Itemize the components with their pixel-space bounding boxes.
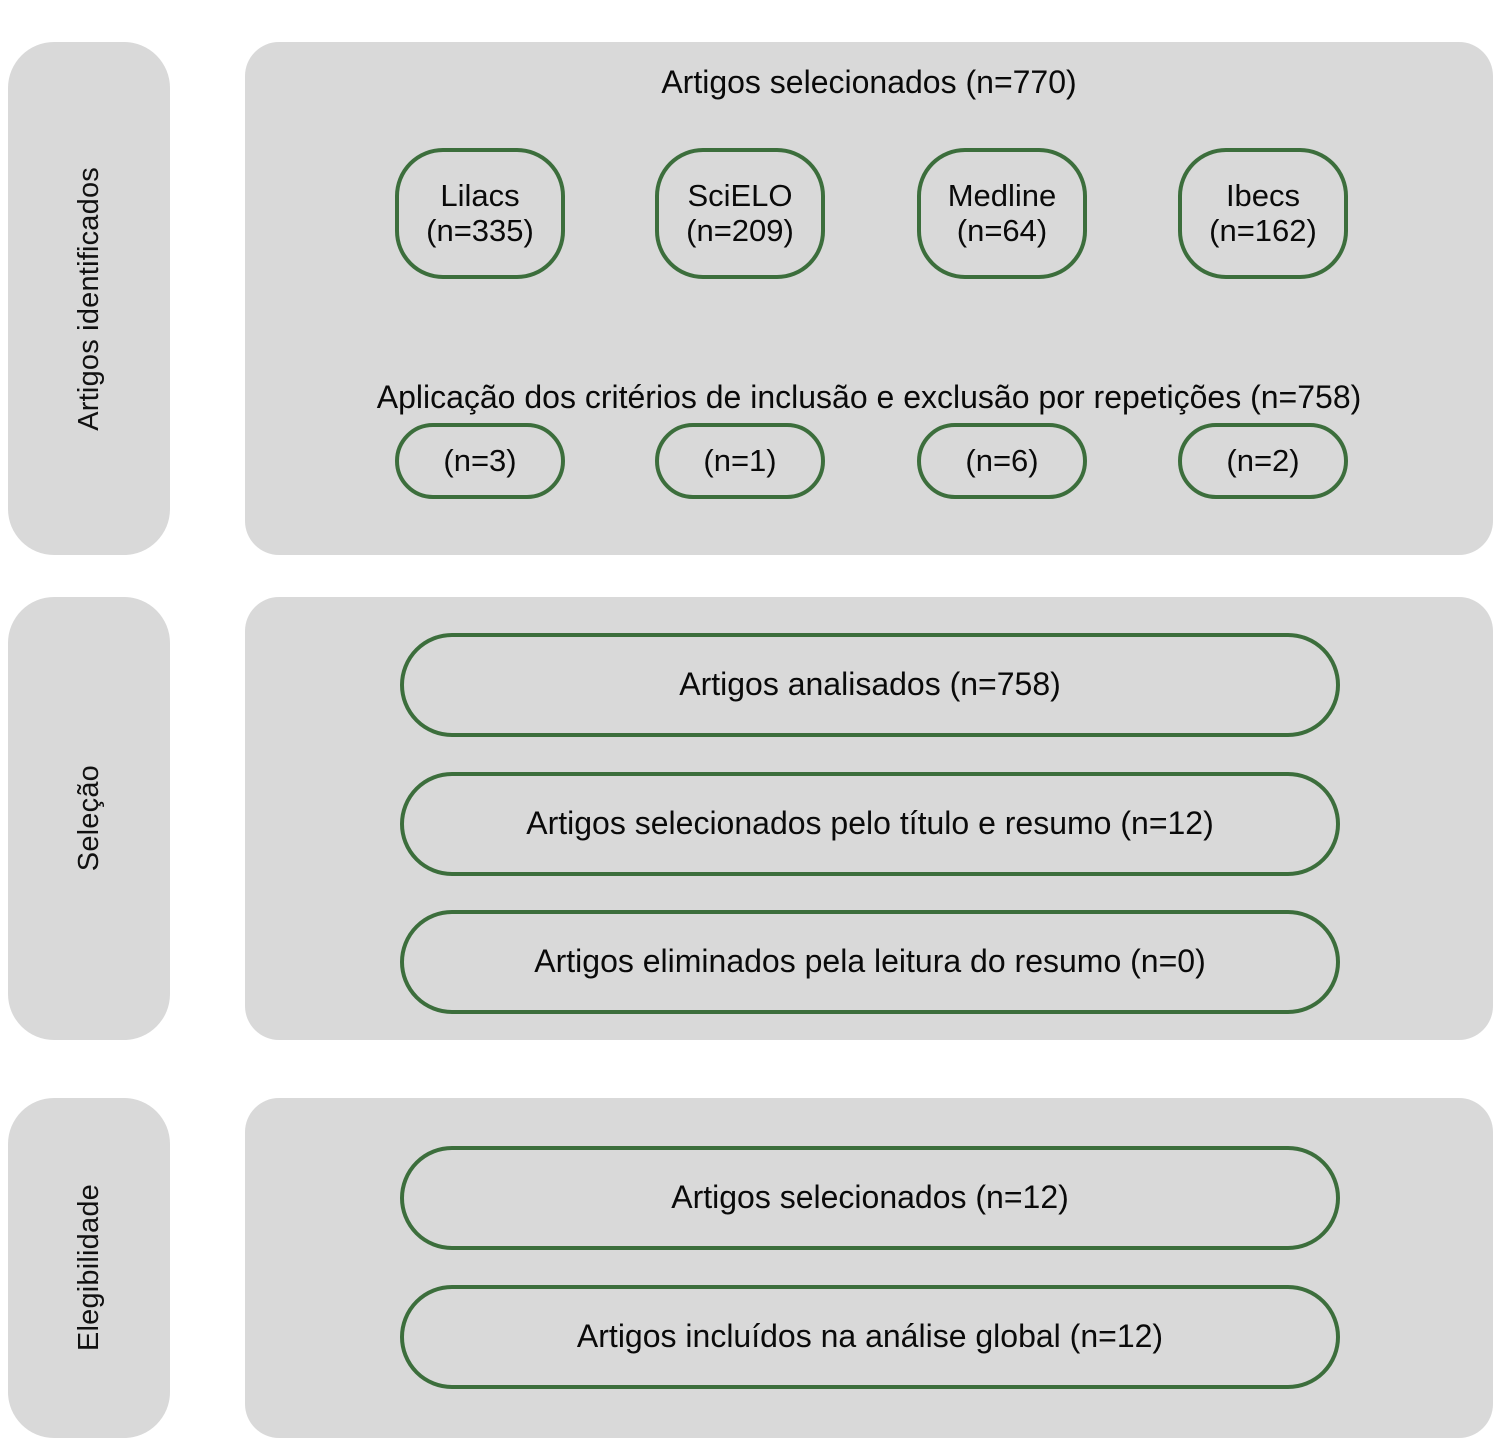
- node-label: Artigos selecionados (n=12): [671, 1179, 1069, 1216]
- node-label: Artigos selecionados pelo título e resum…: [526, 805, 1214, 842]
- stage-label-text: Seleção: [72, 765, 105, 872]
- duplicates-count: (n=6): [965, 442, 1039, 478]
- database-name: Ibecs: [1225, 177, 1301, 213]
- database-node-text: SciELO (n=209): [686, 177, 794, 248]
- stage-label-artigos-identificados: Artigos identificados: [8, 42, 170, 555]
- elegibilidade-box-selecionados[interactable]: Artigos selecionados (n=12): [400, 1146, 1340, 1250]
- selecao-box-selecionados-titulo-resumo[interactable]: Artigos selecionados pelo título e resum…: [400, 772, 1340, 876]
- database-count: (n=209): [686, 212, 794, 248]
- database-name: Medline: [947, 177, 1057, 213]
- stage-label-selecao: Seleção: [8, 597, 170, 1040]
- database-node-ibecs[interactable]: Ibecs (n=162): [1178, 148, 1348, 279]
- database-node-scielo[interactable]: SciELO (n=209): [655, 148, 825, 279]
- criteria-application-text: Aplicação dos critérios de inclusão e ex…: [376, 379, 1362, 415]
- database-node-text: Ibecs (n=162): [1209, 177, 1317, 248]
- stage-panel-selecao: Artigos analisados (n=758) Artigos selec…: [245, 597, 1493, 1040]
- stage-label-elegibilidade: Elegibilidade: [8, 1098, 170, 1438]
- stage-elegibilidade: Elegibilidade Artigos selecionados (n=12…: [0, 1098, 1500, 1438]
- stage-label-text: Artigos identificados: [72, 166, 105, 431]
- database-count: (n=162): [1209, 212, 1317, 248]
- stage-label-text: Elegibilidade: [72, 1184, 105, 1352]
- database-node-text: Lilacs (n=335): [426, 177, 534, 248]
- duplicates-node-lilacs[interactable]: (n=3): [395, 423, 565, 499]
- database-count: (n=335): [426, 212, 534, 248]
- stage-artigos-identificados: Artigos identificados Artigos selecionad…: [0, 42, 1500, 555]
- database-node-lilacs[interactable]: Lilacs (n=335): [395, 148, 565, 279]
- database-node-medline[interactable]: Medline (n=64): [917, 148, 1087, 279]
- node-label: Artigos eliminados pela leitura do resum…: [534, 943, 1206, 980]
- stage-panel-elegibilidade: Artigos selecionados (n=12) Artigos incl…: [245, 1098, 1493, 1438]
- caption-remnant: [0, 0, 1500, 8]
- node-label: Artigos analisados (n=758): [679, 666, 1061, 703]
- duplicates-node-medline[interactable]: (n=6): [917, 423, 1087, 499]
- duplicates-node-ibecs[interactable]: (n=2): [1178, 423, 1348, 499]
- duplicates-count: (n=2): [1226, 442, 1300, 478]
- selecao-box-eliminados-resumo[interactable]: Artigos eliminados pela leitura do resum…: [400, 910, 1340, 1014]
- database-count: (n=64): [956, 212, 1048, 248]
- stage-panel-artigos-identificados: Artigos selecionados (n=770) Lilacs (n=3…: [245, 42, 1493, 555]
- duplicates-count: (n=1): [703, 442, 777, 478]
- selecao-box-analisados[interactable]: Artigos analisados (n=758): [400, 633, 1340, 737]
- database-name: SciELO: [687, 177, 793, 213]
- stage-selecao: Seleção Artigos analisados (n=758) Artig…: [0, 597, 1500, 1040]
- database-name: Lilacs: [440, 177, 520, 213]
- database-node-text: Medline (n=64): [947, 177, 1057, 248]
- elegibilidade-box-incluidos-analise-global[interactable]: Artigos incluídos na análise global (n=1…: [400, 1285, 1340, 1389]
- identified-total-header: Artigos selecionados (n=770): [661, 64, 1077, 100]
- duplicates-node-scielo[interactable]: (n=1): [655, 423, 825, 499]
- node-label: Artigos incluídos na análise global (n=1…: [576, 1318, 1164, 1355]
- duplicates-count: (n=3): [443, 442, 517, 478]
